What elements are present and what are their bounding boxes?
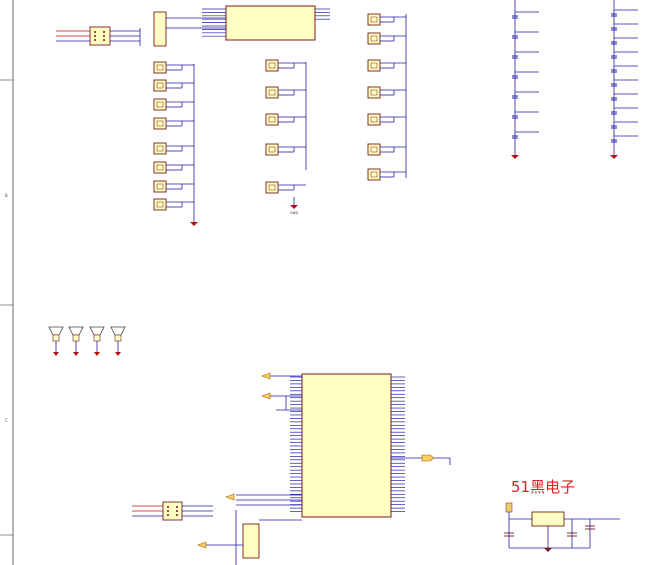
regulator-circuit: [504, 502, 620, 552]
ic-main-mcu: [261, 372, 451, 518]
two-pin-header: [265, 59, 306, 72]
two-pin-header: [367, 13, 406, 26]
two-pin-header: [153, 142, 194, 155]
header-array: [153, 13, 407, 226]
gnd-symbol: [511, 155, 519, 159]
sheet-frame: B C: [0, 0, 14, 565]
ic-bottom-small: [197, 493, 302, 565]
two-pin-header: [153, 161, 194, 174]
capacitor-column: [610, 0, 638, 159]
two-pin-header: [367, 32, 406, 45]
brand-watermark: 51黑电子: [511, 478, 575, 496]
two-pin-header: [367, 59, 406, 72]
two-pin-header: [265, 181, 306, 194]
buzzer-row: [48, 326, 126, 356]
buzzer: [89, 326, 105, 356]
capacitor-columns: [511, 0, 638, 159]
gnd-symbol: [190, 222, 198, 226]
ic-top-mcu: [153, 5, 330, 47]
two-pin-header: [367, 168, 406, 181]
two-pin-header: [367, 113, 406, 126]
gnd-center: GND: [290, 197, 298, 215]
buzzer: [110, 326, 126, 356]
two-pin-header: [153, 198, 194, 211]
two-pin-header: [367, 143, 406, 156]
two-pin-header: [265, 86, 306, 99]
two-pin-header: [153, 180, 194, 193]
two-pin-header: [153, 79, 194, 92]
two-pin-header: [367, 86, 406, 99]
zone-label-c: C: [5, 418, 8, 423]
buzzer: [68, 326, 84, 356]
connector-bottom-left: [132, 501, 213, 521]
two-pin-header: [265, 143, 306, 156]
connector-top-left: [56, 26, 141, 46]
capacitor-column: [511, 0, 539, 159]
gnd-symbol: [610, 155, 618, 159]
buzzer: [48, 326, 64, 356]
two-pin-header: [153, 98, 194, 111]
two-pin-header: [153, 61, 194, 74]
two-pin-header: [153, 117, 194, 130]
two-pin-header: [265, 113, 306, 126]
svg-text:GND: GND: [290, 211, 298, 215]
zone-label-b: B: [5, 193, 8, 198]
